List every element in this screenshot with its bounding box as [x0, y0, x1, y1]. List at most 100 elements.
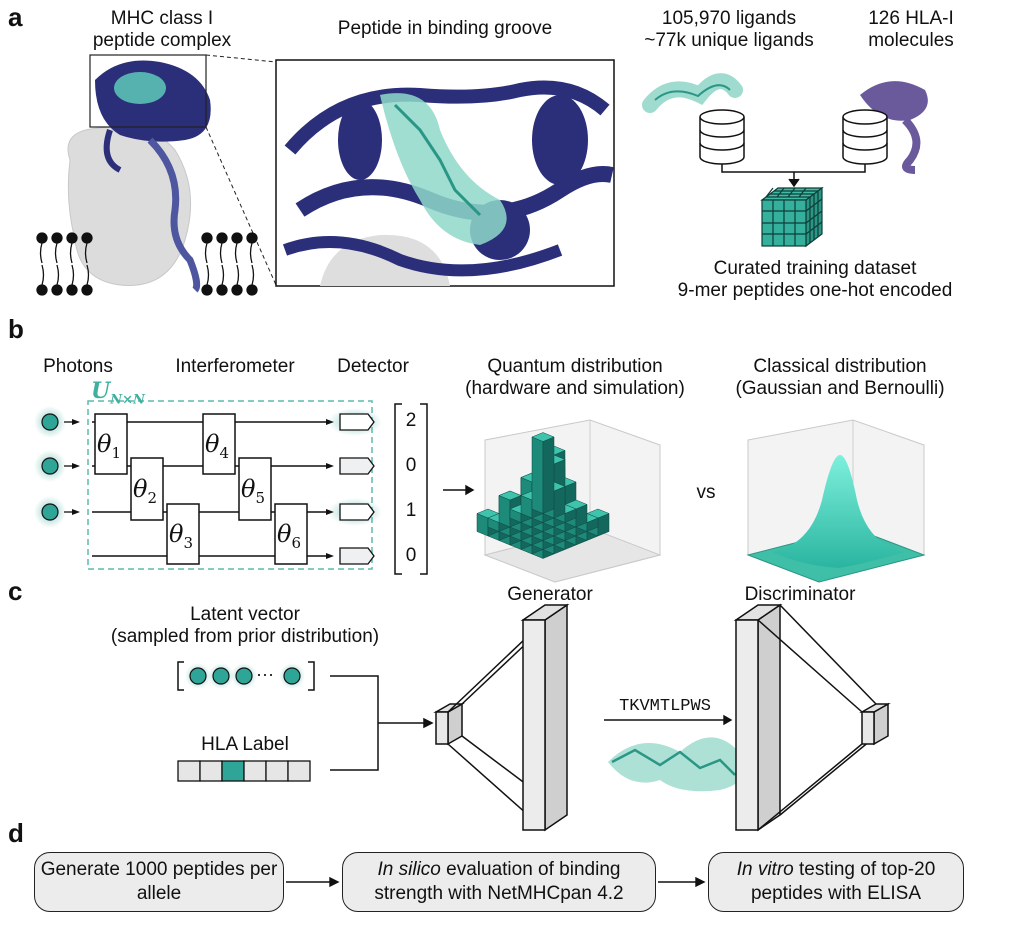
latent-vector-diagram: [177, 661, 315, 691]
binding-groove-zoom: [275, 59, 615, 287]
detector-vector-bracket: [394, 403, 428, 575]
discriminator-network: [733, 603, 891, 832]
latent-line2: (sampled from prior distribution): [110, 626, 380, 647]
theta-symbol: θ: [97, 430, 112, 458]
theta-4-label: θ4: [205, 430, 229, 462]
to-distribution-arrow: [443, 484, 475, 496]
panel-b-letter: b: [8, 314, 24, 344]
generator-network: [433, 603, 570, 832]
step-in-silico-em: In silico: [377, 859, 441, 880]
photon-sources: [34, 406, 66, 528]
latent-vector-label: Latent vector (sampled from prior distri…: [90, 604, 400, 648]
detector-count-4: 0: [405, 545, 417, 566]
unitary-subscript: N×N: [110, 392, 145, 408]
quantum-bars: [476, 432, 610, 559]
theta-symbol: θ: [241, 475, 256, 503]
theta-symbol: θ: [133, 475, 148, 503]
mhc-label-line2: peptide complex: [92, 30, 232, 51]
quantum-line2: (hardware and simulation): [465, 378, 685, 399]
mhc-complex-structure: [67, 54, 277, 293]
hla-count-label: 126 HLA-I molecules: [836, 8, 986, 52]
panel-c-letter: c: [8, 576, 23, 606]
ligands-line2: ~77k unique ligands: [644, 30, 814, 51]
vs-label: vs: [696, 482, 716, 503]
hla-database-icon: [842, 109, 888, 165]
theta-index: 3: [183, 533, 193, 552]
step-generate-text: Generate 1000 peptides per allele: [40, 859, 278, 904]
panel-a-letter: a: [8, 2, 23, 32]
step-in-silico-evaluation: In silico evaluation of binding strength…: [342, 852, 656, 912]
theta-1-label: θ1: [97, 430, 121, 462]
quantum-bar-side: [553, 486, 566, 519]
theta-6-label: θ6: [277, 520, 301, 552]
step-in-vitro-rest: testing of top-20 peptides with ELISA: [750, 859, 936, 904]
latent-ellipsis: ···: [256, 664, 274, 684]
merge-connector: [721, 164, 866, 188]
workflow-arrows: [286, 876, 706, 888]
quantum-line1: Quantum distribution: [487, 356, 663, 377]
dataset-line2: 9-mer peptides one-hot encoded: [677, 280, 953, 301]
generated-peptide-icon: [608, 737, 745, 792]
step-generate-peptides: Generate 1000 peptides per allele: [34, 852, 284, 912]
detector-label: Detector: [337, 356, 409, 377]
quantum-distribution-label: Quantum distribution (hardware and simul…: [445, 356, 705, 400]
theta-3-label: θ3: [169, 520, 193, 552]
quantum-bar-side: [542, 436, 555, 514]
detector-count-1: 2: [405, 410, 417, 431]
quantum-distribution-plot: [476, 419, 662, 583]
quantum-bar-top: [531, 432, 555, 442]
ligand-database-icon: [699, 109, 745, 165]
dataset-line1: Curated training dataset: [713, 258, 917, 279]
unitary-symbol: U: [91, 378, 111, 404]
discriminator-label: Discriminator: [744, 584, 856, 605]
interferometer-label: Interferometer: [175, 356, 295, 377]
theta-symbol: θ: [205, 430, 220, 458]
classical-distribution-label: Classical distribution (Gaussian and Ber…: [700, 356, 980, 400]
detectors: [328, 408, 382, 565]
mhc-label-line1: MHC class I: [110, 8, 214, 29]
peptide-sequence: TKVMTLPWS: [619, 697, 711, 716]
theta-2-label: θ2: [133, 475, 157, 507]
photons-label: Photons: [43, 356, 113, 377]
generator-label: Generator: [507, 584, 593, 605]
unitary-label: UN×N: [91, 378, 145, 407]
theta-5-label: θ5: [241, 475, 265, 507]
hla-count-line2: molecules: [868, 30, 954, 51]
detector-count-3: 1: [405, 500, 417, 521]
theta-symbol: θ: [277, 520, 292, 548]
ligand-peptide-icon: [642, 73, 743, 113]
classical-line1: Classical distribution: [753, 356, 927, 377]
groove-label: Peptide in binding groove: [337, 18, 553, 39]
step-in-vitro-testing: In vitro testing of top-20 peptides with…: [708, 852, 964, 912]
theta-index: 6: [291, 533, 301, 552]
step-in-vitro-text: In vitro testing of top-20 peptides with…: [709, 858, 963, 906]
classical-distribution-plot: [746, 419, 926, 583]
latent-line1: Latent vector: [190, 604, 300, 625]
one-hot-cube-icon: [760, 186, 824, 248]
step-in-vitro-em: In vitro: [736, 859, 794, 880]
phase-shifter-boxes: [94, 413, 308, 565]
step-in-silico-text: In silico evaluation of binding strength…: [343, 858, 655, 906]
dataset-label: Curated training dataset 9-mer peptides …: [650, 258, 980, 302]
mhc-label: MHC class I peptide complex: [82, 8, 242, 52]
generator-to-discriminator-arrow: [604, 714, 733, 726]
ligands-label: 105,970 ligands ~77k unique ligands: [624, 8, 834, 52]
hla-count-line1: 126 HLA-I: [868, 8, 954, 29]
panel-d-letter: d: [8, 818, 24, 848]
quantum-bar-side: [531, 436, 544, 514]
hla-one-hot-label: [177, 760, 311, 782]
quantum-bar-side: [498, 495, 511, 528]
membrane-right: [201, 232, 258, 296]
input-merge-lines: [330, 675, 434, 771]
theta-index: 1: [111, 443, 121, 462]
detector-count-2: 0: [405, 455, 417, 476]
step-in-silico-rest: evaluation of binding strength with NetM…: [374, 859, 624, 904]
ligands-line1: 105,970 ligands: [661, 8, 797, 29]
theta-index: 4: [219, 443, 229, 462]
theta-symbol: θ: [169, 520, 184, 548]
hla-label-title: HLA Label: [201, 734, 289, 755]
membrane-left: [36, 232, 93, 296]
classical-line2: (Gaussian and Bernoulli): [735, 378, 945, 399]
theta-index: 5: [255, 488, 265, 507]
